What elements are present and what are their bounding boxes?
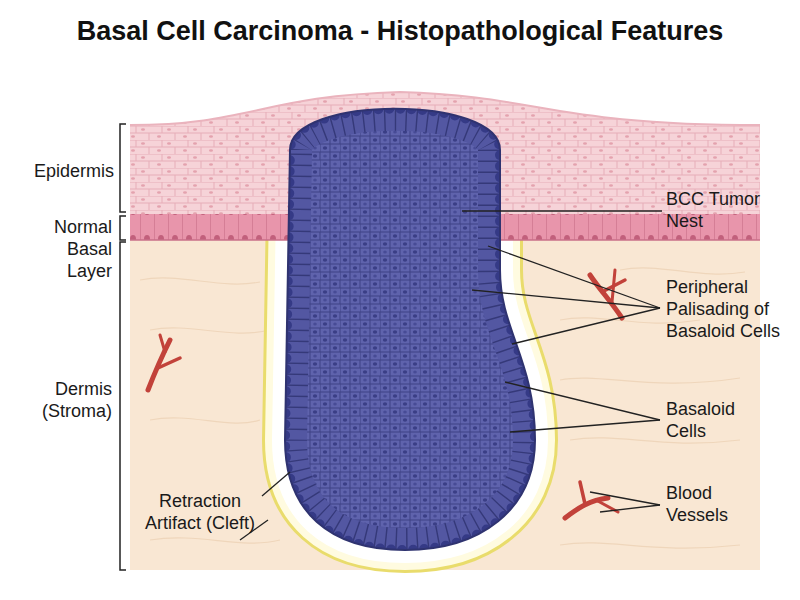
structure-label: Basaloid Cells <box>666 398 766 442</box>
tumor-outline <box>285 109 535 550</box>
layer-label: Epidermis <box>14 160 114 182</box>
leader-line <box>240 211 662 540</box>
layer-label: Dermis (Stroma) <box>24 378 112 422</box>
palisading-cells <box>285 109 535 550</box>
structure-label: BCC Tumor Nest <box>666 188 776 232</box>
layer-bracket <box>120 124 126 570</box>
structure-label: Retraction Artifact (Cleft) <box>145 490 255 534</box>
structure-label: Blood Vessels <box>666 482 766 526</box>
layer-label: Normal Basal Layer <box>40 216 112 282</box>
tumor-nest <box>285 109 535 550</box>
blood-vessel <box>565 482 618 518</box>
structure-label: Peripheral Palisading of Basaloid Cells <box>666 276 794 342</box>
retraction-cleft <box>285 232 535 550</box>
diagram-title: Basal Cell Carcinoma - Histopathological… <box>0 14 800 48</box>
blood-vessel <box>148 335 180 390</box>
